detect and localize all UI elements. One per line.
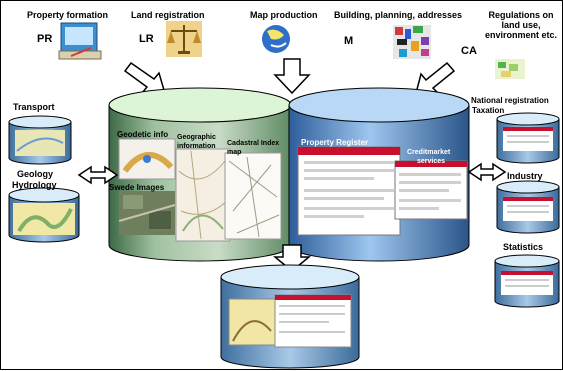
geographic-information-map-image: [175, 148, 231, 242]
building-planning-mosaic-icon: [393, 25, 431, 59]
label-regulations: Regulations on land use, environment etc…: [484, 10, 558, 40]
bottom-output-cylinder: [220, 264, 360, 369]
label-information: information: [177, 143, 216, 150]
swede-images-aerial-photo: [118, 191, 176, 235]
label-swede-images: Swede Images: [109, 183, 165, 192]
label-property-register: Property Register: [301, 138, 369, 147]
arrow-geology-to-database: [77, 165, 119, 185]
label-taxation: Taxation: [472, 106, 505, 115]
label-industry: Industry: [507, 171, 543, 181]
industry-cylinder: [496, 180, 560, 234]
label-map: map: [227, 149, 242, 156]
property-register-screenshot: [297, 146, 401, 236]
label-services: services: [417, 158, 446, 165]
regulations-land-use-map-icon: [495, 59, 525, 79]
label-property-formation: Property formation: [27, 10, 109, 20]
label-hydrology: Hydrology: [12, 180, 57, 190]
label-map-production: Map production: [250, 10, 318, 20]
abbr-pr: PR: [37, 33, 53, 45]
arrow-database-to-industry: [467, 162, 507, 182]
land-registration-scales-icon: [166, 21, 202, 57]
geodetic-info-image: [118, 138, 176, 180]
label-geodetic-info: Geodetic info: [117, 130, 169, 139]
national-registration-taxation-cylinder: [496, 112, 560, 164]
arrow-to-bottom-database: [272, 244, 312, 272]
cadastral-index-map-image: [224, 152, 282, 240]
label-creditmarket: Creditmarket: [407, 149, 451, 156]
label-geology: Geology: [17, 169, 54, 179]
label-land-registration: Land registration: [131, 10, 205, 20]
creditmarket-services-screenshot: [394, 160, 468, 220]
label-transport: Transport: [13, 102, 55, 112]
abbr-ca: CA: [461, 45, 477, 57]
label-building-planning-addresses: Building, planning, addresses: [334, 10, 463, 20]
abbr-m: M: [344, 35, 354, 47]
transport-cylinder: [8, 115, 72, 165]
geology-hydrology-cylinder: [8, 187, 80, 243]
arrow-from-map-production: [273, 58, 311, 95]
statistics-cylinder: [494, 254, 560, 308]
abbr-lr: LR: [139, 33, 154, 45]
label-national-registration: National registration: [471, 96, 549, 105]
label-statistics: Statistics: [503, 242, 544, 252]
label-cadastral-index: Cadastral Index: [227, 140, 280, 147]
map-production-globe-icon: [262, 25, 290, 53]
label-geographic: Geographic: [177, 134, 216, 141]
property-formation-icon: [58, 22, 102, 60]
